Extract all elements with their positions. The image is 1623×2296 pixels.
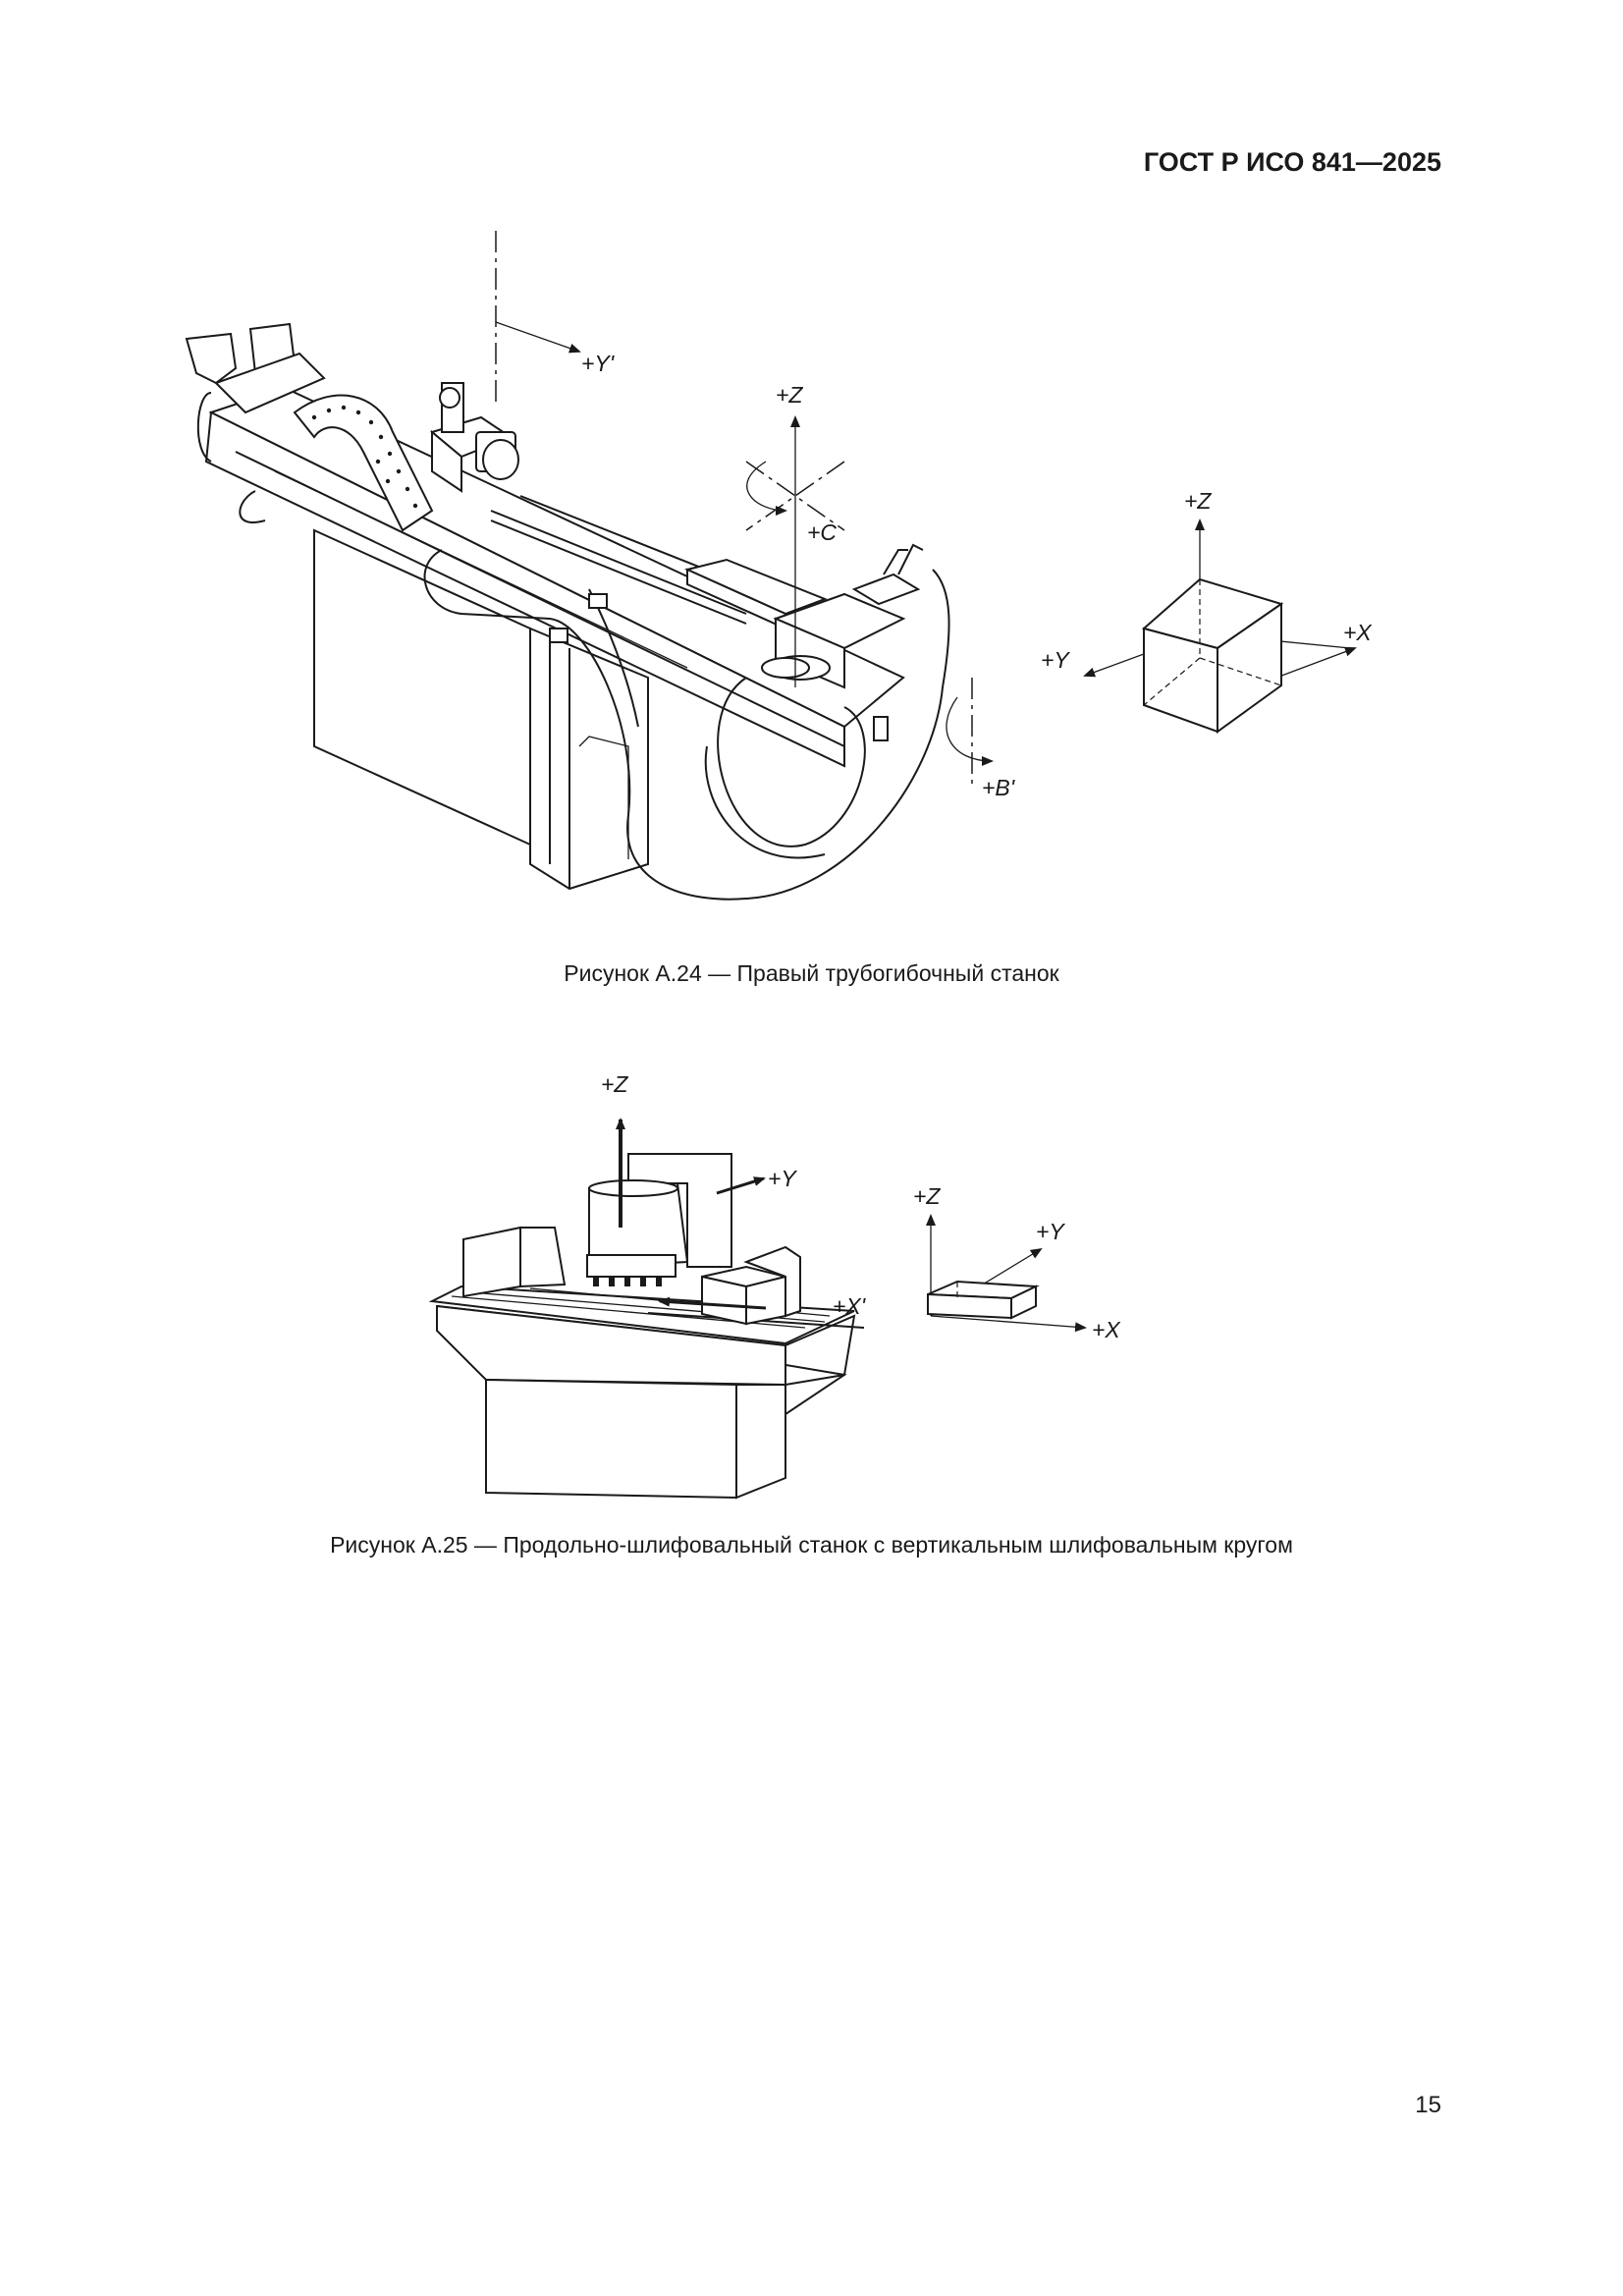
y-prime-arrow <box>495 321 581 354</box>
page-number: 15 <box>1415 2092 1441 2118</box>
figure-a24-caption: Рисунок А.24 — Правый трубогибочный стан… <box>564 960 1059 986</box>
motor <box>482 439 519 480</box>
figure-a25-drawing: +Z +Y +X' +Z +Y +X <box>428 1071 1121 1500</box>
axes-y-label: +Y <box>1036 1219 1065 1244</box>
c-rotation-arrow <box>746 461 787 516</box>
axes-y-label: +Y <box>1041 647 1070 673</box>
machine-base-side <box>529 627 649 891</box>
figure-a25: +Z +Y +X' +Z +Y +X <box>0 1061 1623 1512</box>
c-label: +C <box>807 519 837 545</box>
figure-a25-caption: Рисунок А.25 — Продольно-шлифовальный ст… <box>330 1532 1293 1558</box>
document-header: ГОСТ Р ИСО 841—2025 <box>1143 147 1441 177</box>
reference-axes-a24: +Z +Y +X <box>1041 488 1373 734</box>
axes-x-label: +X <box>1343 620 1373 645</box>
work-table <box>428 1285 855 1345</box>
cable-carrier <box>293 394 434 532</box>
z-label: +Z <box>601 1071 628 1097</box>
left-column <box>462 1226 521 1298</box>
y-prime-label: +Y' <box>581 351 616 376</box>
axes-z-label: +Z <box>1184 488 1212 514</box>
axes-x-label: +X <box>1092 1317 1121 1342</box>
rear-housing <box>185 332 238 385</box>
z-label: +Z <box>776 382 803 408</box>
axes-z-label: +Z <box>913 1183 941 1209</box>
b-prime-label: +B' <box>982 775 1016 800</box>
reference-axes-a25: +Z +Y +X <box>913 1183 1121 1342</box>
figure-a24: +Y' <box>0 216 1623 923</box>
b-prime-rotation-arrow <box>946 696 994 766</box>
x-prime-label: +X' <box>833 1293 867 1319</box>
y-label: +Y <box>768 1166 797 1191</box>
y-axis-arrow <box>716 1176 766 1195</box>
x-prime-axis-arrow <box>658 1296 767 1310</box>
figure-a24-drawing: +Y' <box>185 231 1373 901</box>
